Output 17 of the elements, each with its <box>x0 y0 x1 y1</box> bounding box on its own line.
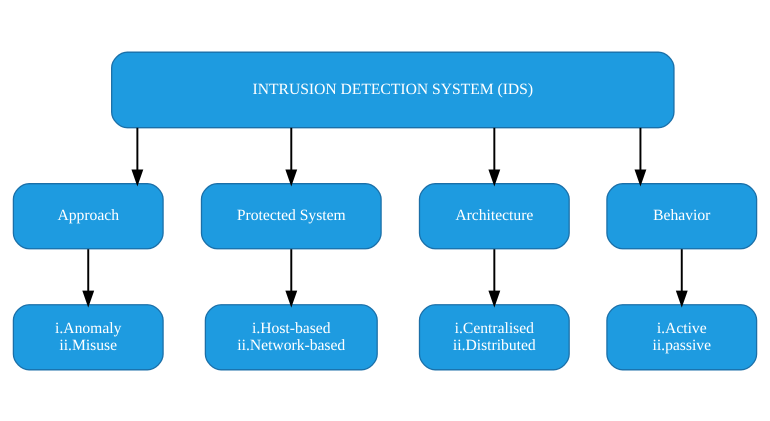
arrow <box>131 127 144 186</box>
node-box: Protected System <box>200 182 382 249</box>
node-box: INTRUSION DETECTION SYSTEM (IDS) <box>111 51 675 128</box>
node-box: i.Active ii.passive <box>606 304 758 370</box>
node-box: i.Anomaly ii.Misuse <box>12 304 164 370</box>
node-box: i.Centralised ii.Distributed <box>418 304 570 370</box>
arrow <box>82 248 94 308</box>
arrow <box>488 248 500 308</box>
node-box: Behavior <box>606 182 758 249</box>
node-box: Architecture <box>418 182 570 249</box>
arrow <box>285 248 298 308</box>
arrow <box>634 127 646 186</box>
node-box: i.Host-based ii.Network-based <box>204 304 378 370</box>
arrow <box>488 127 500 186</box>
node-box: Approach <box>12 182 164 249</box>
arrow <box>285 127 298 186</box>
arrow <box>676 248 688 308</box>
